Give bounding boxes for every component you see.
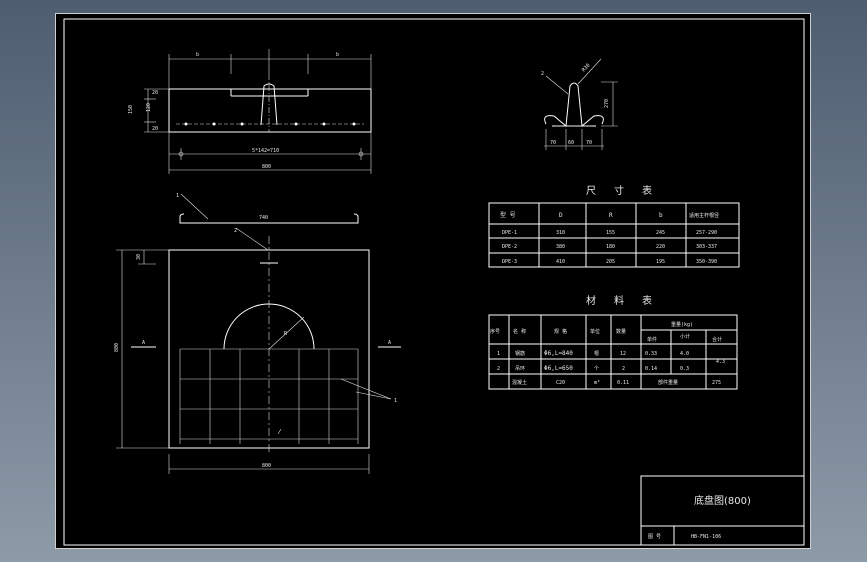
plan-dim-30: 30: [136, 254, 142, 260]
plan-dim-740: 740: [259, 215, 268, 221]
size-cell: 180: [606, 244, 615, 250]
size-header-r: R: [609, 212, 613, 219]
drawing-name: 底盘图(800): [694, 494, 751, 507]
elevation-view: b b 150 20 120 20 5*142=710 800: [128, 49, 372, 174]
mat-cell: 钢筋: [515, 350, 525, 357]
mat-cell: C20: [556, 380, 565, 386]
plan-callout-1b: 1: [394, 398, 397, 404]
size-cell: 303-337: [696, 244, 717, 250]
mat-cell: Φ6,L=650: [544, 365, 573, 372]
dim-height: 150: [128, 105, 134, 114]
mat-header: 规 格: [554, 328, 567, 335]
size-header-model: 型 号: [500, 211, 516, 219]
mat-cell: 根: [594, 350, 599, 357]
section-callout-2: 2: [541, 71, 544, 77]
mat-cell: 个: [594, 366, 599, 372]
size-cell: 350-390: [696, 259, 717, 265]
drawing-no-label: 图 号: [648, 534, 661, 540]
mat-cell: 12: [620, 351, 626, 357]
plan-dim-800v: 800: [114, 343, 120, 352]
material-table-title: 材 料 表: [586, 294, 658, 307]
mat-cell: 吊环: [515, 366, 525, 372]
mat-cell: 4.0: [680, 351, 689, 357]
drawing-no: HB-FN1-106: [691, 534, 721, 540]
dim-b-left: b: [196, 52, 199, 58]
mat-weight-sub: 单件: [647, 336, 657, 343]
size-cell: 205: [606, 259, 615, 265]
plan-view: 740 1 2 R 1 A A 8: [114, 193, 401, 474]
material-table: 材 料 表 序号 名 称 规 格 单位 数量 重量(kg) 单件 小计 合计 1…: [488, 294, 738, 390]
cad-drawing: b b 150 20 120 20 5*142=710 800 R30 2: [63, 18, 805, 546]
section-d1: 70: [550, 140, 556, 146]
size-table-title: 尺 寸 表: [586, 184, 658, 197]
size-cell: 380: [556, 244, 565, 250]
mat-header: 名 称: [513, 328, 526, 335]
size-cell: 195: [656, 259, 665, 265]
mat-cell: 2: [497, 366, 500, 372]
mat-cell: 0.11: [617, 380, 629, 386]
dim-width: 800: [262, 164, 271, 170]
dim-20a: 20: [152, 90, 158, 96]
plan-callout-2: 2: [234, 228, 237, 234]
mat-part-weight: 275: [712, 380, 721, 386]
size-cell: 410: [556, 259, 565, 265]
size-cell: DPE-1: [502, 230, 517, 236]
mat-cell: 0.14: [645, 366, 657, 372]
size-cell: DPE-3: [502, 259, 517, 265]
dim-20b: 20: [152, 126, 158, 132]
mat-weight-header: 重量(kg): [671, 321, 693, 328]
mat-header: 数量: [616, 328, 626, 335]
plan-dim-800h: 800: [262, 463, 271, 469]
size-header-d: D: [559, 212, 563, 219]
size-cell: 310: [556, 230, 565, 236]
section-r: R30: [581, 63, 592, 74]
drawing-frame: [63, 18, 805, 546]
mat-part-weight-label: 部件重量: [658, 379, 678, 386]
plan-callout-1: 1: [176, 193, 179, 199]
mat-cell: Φ6,L=840: [544, 350, 573, 357]
plan-r: R: [284, 331, 288, 337]
mat-cell: 1: [497, 351, 500, 357]
mat-total-steel: 4.3: [716, 359, 725, 365]
size-cell: 257-290: [696, 230, 717, 236]
size-cell: 155: [606, 230, 615, 236]
mat-weight-sub: 合计: [712, 336, 722, 343]
mat-cell: 2: [622, 366, 625, 372]
mat-cell: m³: [594, 380, 600, 386]
dim-b-right: b: [336, 52, 339, 58]
size-cell: 220: [656, 244, 665, 250]
section-d3: 70: [586, 140, 592, 146]
dim-120: 120: [146, 103, 152, 112]
size-header-b: b: [659, 212, 663, 219]
section-detail: R30 2 270 70 60 70: [541, 58, 618, 150]
size-header-root: 适用主杆根径: [689, 212, 719, 219]
mat-cell: 0.33: [645, 351, 657, 357]
drawing-sheet: b b 150 20 120 20 5*142=710 800 R30 2: [55, 13, 811, 549]
mat-header: 单位: [590, 328, 600, 335]
section-a-right: A: [388, 340, 391, 346]
size-cell: 245: [656, 230, 665, 236]
section-a-left: A: [142, 340, 145, 346]
size-cell: DPE-2: [502, 244, 517, 250]
dim-spacing: 5*142=710: [252, 148, 279, 154]
mat-header: 序号: [490, 328, 500, 335]
mat-cell: 混凝土: [512, 379, 527, 386]
mat-weight-sub: 小计: [680, 333, 690, 340]
section-h: 270: [604, 99, 610, 108]
section-d2: 60: [568, 140, 574, 146]
mat-cell: 0.3: [680, 366, 689, 372]
title-block: 底盘图(800) 图 号 HB-FN1-106: [640, 475, 805, 546]
size-table: 尺 寸 表 型 号 D R b 适用主杆根径 DPE-1 310 155 245…: [488, 184, 740, 268]
